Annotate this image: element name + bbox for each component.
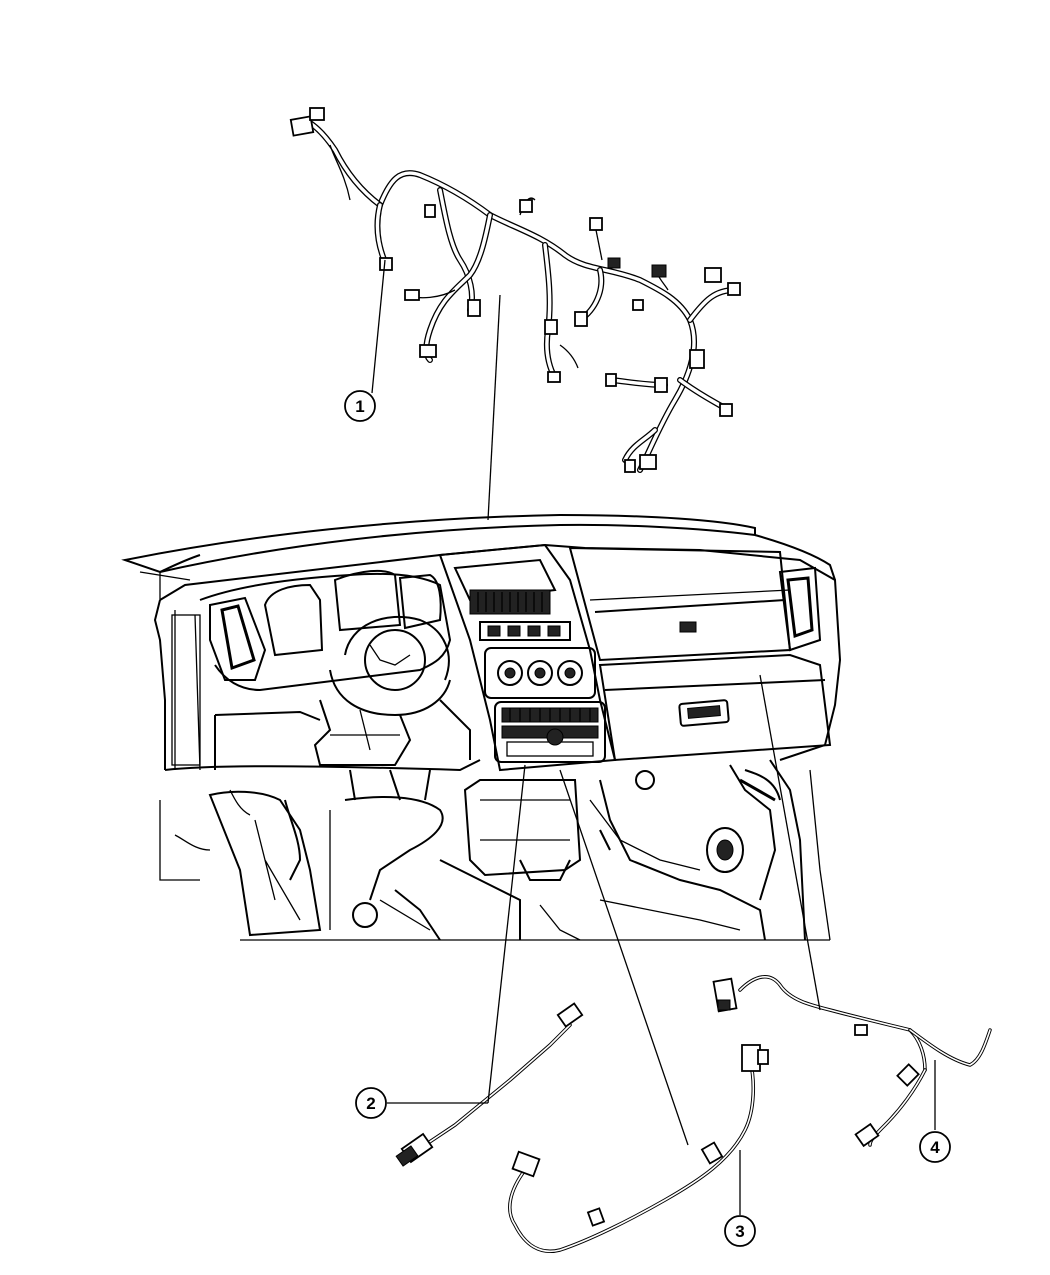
instrument-panel-wiring-harness <box>289 107 741 473</box>
leader-line-2b <box>487 764 526 1104</box>
callout-label: 3 <box>735 1222 744 1241</box>
callout-3: 3 <box>724 1215 756 1247</box>
callout-circle <box>919 1131 951 1163</box>
jumper-wire-part-2 <box>395 1002 584 1167</box>
callout-circle <box>344 390 376 422</box>
leader-line-1b <box>487 294 501 521</box>
callout-label: 2 <box>366 1094 375 1113</box>
leader-line-3b <box>559 769 689 1146</box>
dashboard-instrument-panel <box>121 513 842 941</box>
callout-label: 4 <box>930 1138 940 1157</box>
jumper-wire-part-3 <box>508 1044 769 1253</box>
leader-line-4b <box>759 674 821 1011</box>
callout-label: 1 <box>355 397 364 416</box>
callout-1: 1 <box>344 390 376 422</box>
callout-2: 2 <box>355 1087 387 1119</box>
callout-circle <box>724 1215 756 1247</box>
leader-lines <box>371 259 936 1215</box>
leader-line-1 <box>371 259 386 394</box>
jumper-wire-part-4 <box>712 975 992 1148</box>
callout-circle <box>355 1087 387 1119</box>
callout-4: 4 <box>919 1131 951 1163</box>
